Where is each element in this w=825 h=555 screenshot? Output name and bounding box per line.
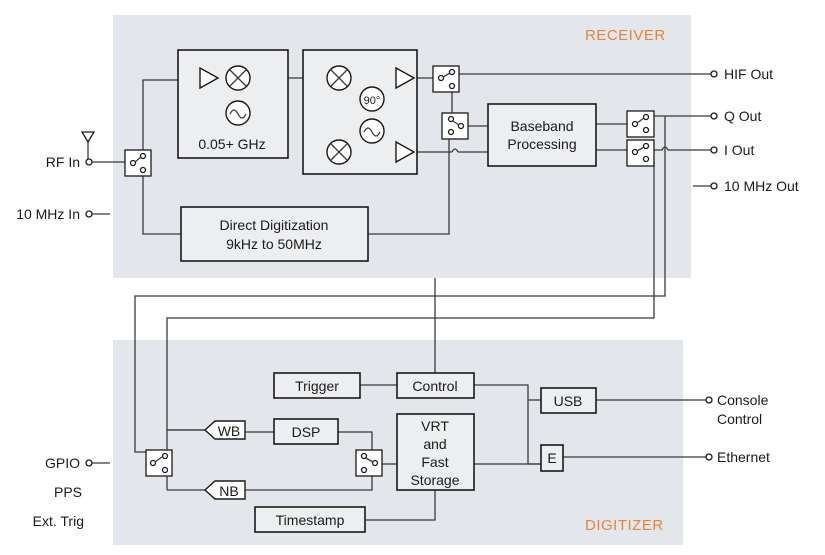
nb-buffer: NB [203,480,246,500]
mixer-icon [326,139,352,165]
hif-out-label: HIF Out [724,66,773,82]
q-out-port: Q Out [710,108,761,124]
amplifier-icon [199,66,220,90]
ethernet-label: Ethernet [717,449,770,465]
ethernet-block [540,444,564,472]
ethernet-port: Ethernet [705,449,770,465]
q-out-label: Q Out [724,108,761,124]
ref-in-port: 10 MHz In [16,206,93,222]
trigger-label: Trigger [295,378,339,394]
ref-out-label: 10 MHz Out [724,178,799,194]
ref-out-port: 10 MHz Out [710,178,799,194]
phase-label: 90° [364,95,381,107]
hif-switch [432,65,460,93]
wb-buffer: WB [203,420,246,440]
lo-frequency-label: 0.05+ GHz [198,136,265,152]
vrt-label-line4: Storage [410,472,459,488]
ethernet-block-label: E [547,450,556,466]
gpio-port: GPIO [45,455,93,471]
usb-block [540,387,597,414]
trigger-block [273,372,361,399]
console-label-line1: Console [717,392,769,408]
ext-trig-label: Ext. Trig [33,513,84,529]
oscillator-icon [225,100,251,126]
console-label-line2: Control [717,411,762,427]
amplifier-icon [395,140,416,164]
timestamp-label: Timestamp [276,512,345,528]
q-output-switch [626,110,655,138]
nb-label: NB [219,483,238,499]
baseband-label-line1: Baseband [510,118,573,134]
receiver-title: RECEIVER [585,27,666,44]
hif-out-port: HIF Out [710,66,773,82]
usb-label: USB [554,393,583,409]
vrt-label-line1: VRT [421,418,449,434]
baseband-label-line2: Processing [507,136,576,152]
vrt-label-line3: Fast [421,454,448,470]
digitizer-title: DIGITIZER [585,517,664,534]
direct-digitization-line2: 9kHz to 50MHz [226,236,322,252]
vrt-label-line2: and [423,436,446,452]
antenna-icon [80,131,96,144]
rf-in-port: RF In [46,154,93,170]
control-block [396,372,475,399]
digitizer-wires [92,384,706,521]
vrt-storage-block [396,413,475,491]
oscillator-icon [359,118,385,144]
direct-digitization-block [180,206,369,262]
direct-digitization-line1: Direct Digitization [220,217,329,233]
gpio-label: GPIO [45,455,80,471]
mixer-icon [225,65,251,91]
i-output-switch [626,139,655,167]
console-port: Console Control [705,392,769,427]
dsp-label: DSP [292,424,321,440]
phase-shifter-icon [359,86,385,112]
dsp-block [273,418,339,445]
rf-input-switch [124,149,152,177]
wb-label: WB [218,423,241,439]
rf-in-label: RF In [46,154,80,170]
mixer-icon [326,65,352,91]
i-out-label: I Out [724,142,754,158]
storage-input-switch [355,449,383,477]
digitizer-input-switch [145,449,173,477]
pps-label: PPS [54,484,82,500]
ref-in-label: 10 MHz In [16,206,80,222]
control-label: Control [412,378,457,394]
timestamp-block [254,506,366,533]
baseband-processing-block [487,103,597,167]
i-out-port: I Out [710,142,754,158]
amplifier-icon [395,66,416,90]
baseband-input-switch [441,112,469,140]
